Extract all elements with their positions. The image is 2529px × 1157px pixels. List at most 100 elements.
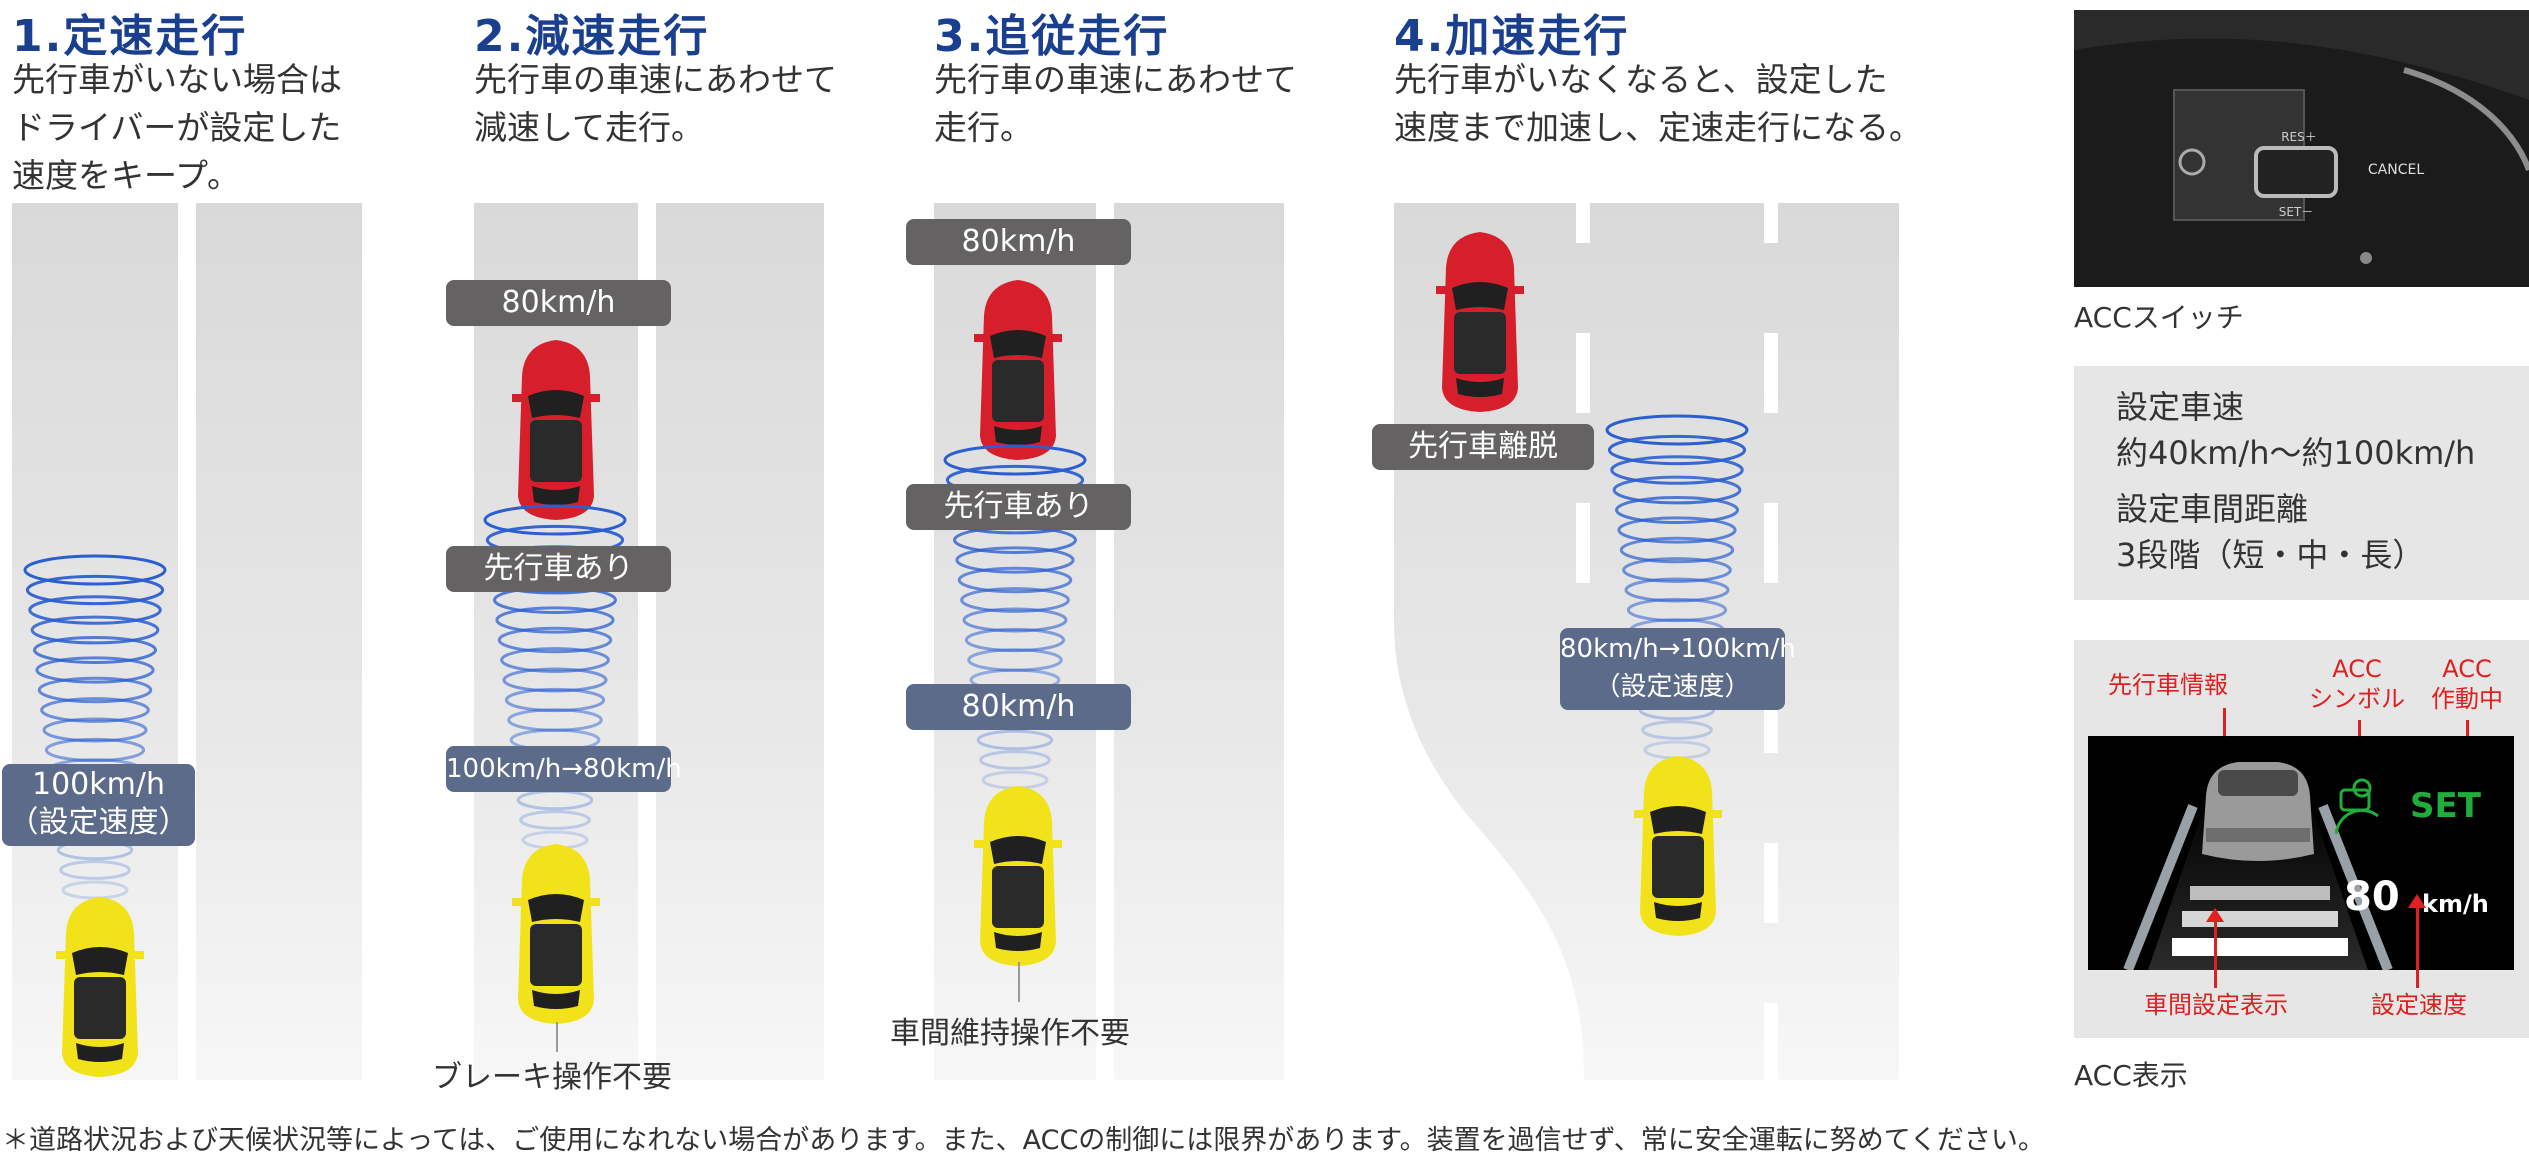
acc-symbol-icon — [2334, 778, 2379, 835]
panel3-lead-speed: 80km/h — [906, 219, 1131, 265]
panel4-departing-car — [1436, 232, 1524, 412]
radar-ring — [957, 566, 1073, 594]
radar-ring — [42, 717, 148, 743]
radar-ring — [33, 636, 157, 664]
acc-display-caption: ACC表示 — [2074, 1059, 2188, 1092]
acc-active-label: ACC 作動中 — [2431, 655, 2503, 713]
panel2-lead-label: 先行車あり — [446, 546, 671, 592]
panel3-lane-line — [1096, 203, 1114, 1080]
panel4-accel-label: 80km/h→100km/h （設定速度） — [1560, 628, 1796, 710]
panel4-radar — [1605, 414, 1749, 760]
panel3-lead-car — [974, 280, 1062, 460]
radar-ring — [976, 729, 1054, 751]
panel4-desc: 先行車がいなくなると、設定した 速度まで加速し、定速走行になる。 — [1394, 60, 1922, 147]
panel2-decel-label: 100km/h→80km/h — [446, 746, 682, 792]
set-speed-arrow — [2408, 894, 2426, 988]
switch-cancel-label: CANCEL — [2368, 162, 2424, 178]
radar-ring — [507, 708, 603, 732]
radar-ring — [943, 444, 1087, 476]
radar-ring — [40, 697, 150, 723]
radar-ring — [1615, 496, 1739, 524]
acc-display-box: 先行車情報 ACC シンボル ACC 作動中 — [2074, 640, 2529, 1038]
radar-ring — [59, 860, 131, 880]
radar-ring — [967, 648, 1063, 672]
setting-speed-title: 設定車速 — [2116, 388, 2245, 426]
radar-ring — [1607, 434, 1747, 466]
radar-ring — [35, 656, 155, 684]
panel3-callout-line — [1018, 962, 1020, 1002]
distance-setting-label: 車間設定表示 — [2144, 991, 2288, 1019]
panel4-title: 4.加速走行 — [1394, 11, 1630, 62]
radar-ring — [37, 676, 153, 704]
panel3-note: 車間維持操作不要 — [890, 1016, 1130, 1051]
meter-speed-unit: km/h — [2422, 890, 2489, 918]
meter-screen: SET 80 km/h — [2088, 736, 2514, 970]
panel3-lead-label: 先行車あり — [906, 484, 1131, 530]
panel1-speed-label: 100km/h （設定速度） — [2, 764, 195, 846]
radar-ring — [483, 504, 627, 536]
setting-speed-value: 約40km/h～約100km/h — [2116, 434, 2476, 472]
panel4-depart-label: 先行車離脱 — [1372, 424, 1594, 470]
radar-ring — [1610, 455, 1744, 485]
radar-ring — [25, 574, 165, 606]
radar-ring — [979, 750, 1051, 770]
lead-info-label: 先行車情報 — [2108, 671, 2228, 699]
radar-ring — [1622, 557, 1732, 583]
panel2-desc: 先行車の車速にあわせて 減速して走行。 — [474, 60, 837, 147]
radar-ring — [504, 687, 606, 713]
meter-set-text: SET — [2410, 786, 2481, 826]
radar-ring — [516, 789, 594, 811]
panel2-title: 2.減速走行 — [474, 11, 710, 62]
panel1-own-car — [56, 897, 144, 1077]
setting-distance-title: 設定車間距離 — [2116, 490, 2309, 528]
panel2-own-car — [512, 844, 600, 1024]
radar-ring — [519, 810, 591, 830]
radar-ring — [23, 554, 167, 586]
radar-ring — [1641, 720, 1713, 740]
radar-ring — [28, 595, 162, 625]
panel1-radar — [23, 554, 167, 900]
panel4-own-car — [1634, 756, 1722, 936]
switch-set-label: SET－ — [2279, 205, 2314, 219]
switch-res-label: RES＋ — [2281, 130, 2317, 144]
panel2-lead-car — [512, 340, 600, 520]
footnote: ＊道路状況および天候状況等によっては、ご使用になれない場合があります。また、AC… — [2, 1125, 2045, 1156]
acc-symbol-label: ACC シンボル — [2309, 655, 2405, 713]
distance-setting-arrow — [2206, 908, 2224, 988]
panel1-desc: 先行車がいない場合は ドライバーが設定した 速度をキープ。 — [12, 60, 342, 195]
meter-speed-num: 80 — [2344, 874, 2400, 920]
radar-ring — [955, 546, 1075, 574]
panel2-lane-line — [638, 203, 656, 1080]
set-speed-label: 設定速度 — [2371, 991, 2467, 1019]
radar-ring — [1626, 597, 1728, 623]
setting-distance-value: 3段階（短・中・長） — [2116, 536, 2425, 574]
panel2-note: ブレーキ操作不要 — [432, 1060, 672, 1095]
radar-ring — [497, 626, 613, 654]
radar-ring — [495, 606, 615, 634]
radar-ring — [1605, 414, 1749, 446]
radar-ring — [502, 667, 608, 693]
radar-ring — [962, 607, 1068, 633]
radar-ring — [964, 627, 1066, 653]
radar-ring — [1619, 536, 1735, 564]
panel1-title: 1.定速走行 — [12, 11, 248, 62]
radar-ring — [960, 587, 1070, 613]
panel3-desc: 先行車の車速にあわせて 走行。 — [934, 60, 1297, 147]
panel2-lead-speed: 80km/h — [446, 280, 671, 326]
panel3-title: 3.追従走行 — [934, 11, 1170, 62]
acc-switch-photo: RES＋ SET－ CANCEL — [2074, 10, 2529, 287]
panel2-callout-line — [556, 1022, 558, 1052]
radar-ring — [44, 737, 146, 763]
panel3-own-speed: 80km/h — [906, 684, 1131, 730]
panel1-lane-line — [178, 203, 196, 1080]
radar-ring — [1624, 577, 1730, 603]
acc-switch-caption: ACCスイッチ — [2074, 301, 2244, 334]
radar-ring — [1617, 516, 1737, 544]
radar-ring — [500, 647, 610, 673]
radar-ring — [30, 615, 160, 645]
radar-ring — [1612, 475, 1742, 505]
meter-lead-car-icon — [2202, 762, 2314, 861]
settings-box: 設定車速 約40km/h～約100km/h 設定車間距離 3段階（短・中・長） — [2074, 366, 2529, 600]
panel3-own-car — [974, 786, 1062, 966]
meter-graphic — [2123, 762, 2393, 970]
